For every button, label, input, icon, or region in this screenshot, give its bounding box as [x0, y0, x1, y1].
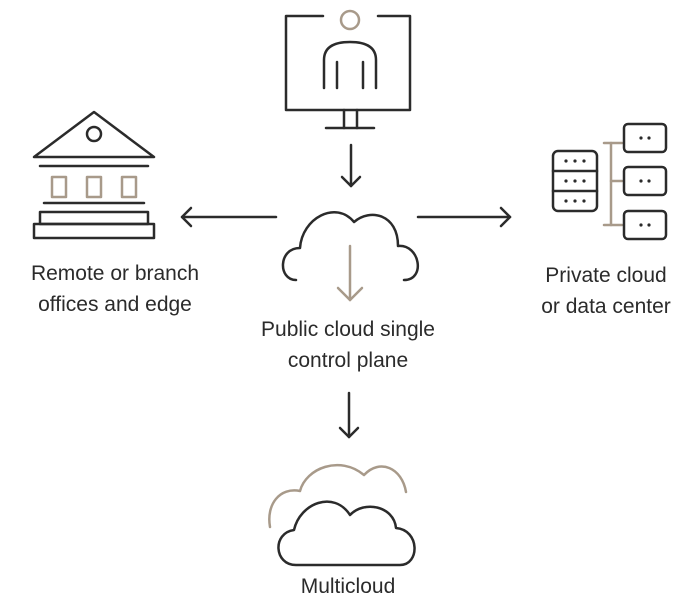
- monitor-user-icon: [284, 14, 412, 130]
- bank-columns: [50, 175, 138, 199]
- label-line: control plane: [287, 349, 409, 372]
- arrow-center-to-right: [416, 206, 512, 228]
- label-line: Remote or branch: [30, 262, 200, 285]
- label-public-cloud-control-plane: Public cloud single control plane: [226, 314, 470, 376]
- server-rack-icon: [551, 122, 668, 241]
- monitor-user-head: [339, 9, 361, 31]
- label-line: or data center: [541, 295, 671, 318]
- label-line: Public cloud single: [261, 318, 435, 341]
- arrow-center-to-bottom: [338, 391, 360, 439]
- multicloud-icon: [268, 464, 416, 567]
- arrow-top-to-center: [340, 143, 362, 188]
- label-line: offices and edge: [38, 293, 192, 316]
- label-multicloud: Multicloud: [256, 571, 440, 602]
- cloud-download-icon: [281, 211, 420, 302]
- label-line: Multicloud: [300, 575, 396, 598]
- bank-building-icon: [32, 110, 156, 240]
- label-line: Private cloud: [545, 264, 667, 287]
- bank-emblem: [85, 125, 103, 143]
- label-remote-branch-offices: Remote or branch offices and edge: [0, 258, 230, 320]
- label-private-cloud-data-center: Private cloud or data center: [521, 260, 691, 322]
- arrow-center-to-left: [180, 206, 278, 228]
- server-indicator-dots: [564, 136, 651, 227]
